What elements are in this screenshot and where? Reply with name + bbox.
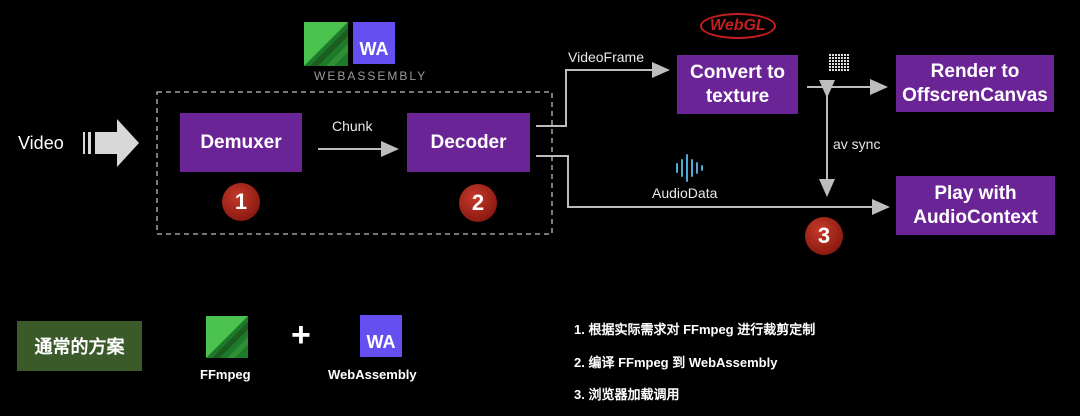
plan-label: 通常的方案 (34, 337, 125, 357)
wasm-boundary (156, 91, 553, 235)
pixel-dot (832, 66, 834, 68)
video-input-label: Video (18, 133, 64, 153)
convert-line1: Convert to (690, 61, 785, 83)
ffmpeg-logo-icon (206, 316, 248, 358)
decoder-label: Decoder (430, 131, 507, 153)
pixel-dot (829, 66, 831, 68)
render-canvas-node: Render to OffscrenCanvas (896, 55, 1054, 112)
pixel-dot (835, 63, 837, 65)
demuxer-label: Demuxer (200, 131, 282, 153)
pixel-dot (841, 63, 843, 65)
pixel-dot (838, 57, 840, 59)
pixel-dot (829, 63, 831, 65)
step-badge-1: 1 (222, 183, 260, 221)
videoframe-arrow (536, 62, 670, 127)
pixel-dot (847, 66, 849, 68)
pixel-dot (835, 60, 837, 62)
pixel-dot (847, 60, 849, 62)
ffmpeg-logo-top-icon (304, 22, 348, 66)
wasm-logo-top-icon: WA (353, 22, 395, 64)
pixel-dot (835, 54, 837, 56)
pixel-dot (829, 57, 831, 59)
play-line2: AudioContext (913, 206, 1038, 228)
pixel-dot (832, 54, 834, 56)
pixel-dot (841, 60, 843, 62)
audiodata-label: AudioData (652, 185, 718, 201)
step-badge-3: 3 (805, 217, 843, 255)
pixel-dot (838, 69, 840, 71)
webgl-text: WebGL (710, 17, 766, 34)
videoframe-label: VideoFrame (568, 49, 645, 65)
pixel-dot (829, 54, 831, 56)
step-2-text: 2. 编译 FFmpeg 到 WebAssembly (574, 355, 778, 370)
pixel-dot (829, 69, 831, 71)
pixel-dot (844, 63, 846, 65)
webassembly-wordmark: WEBASSEMBLY (314, 69, 428, 83)
plus-sign: + (291, 316, 311, 354)
pixel-dot (841, 69, 843, 71)
pixel-dot (838, 54, 840, 56)
pixel-dot (832, 57, 834, 59)
webassembly-label: WebAssembly (328, 367, 417, 382)
pixel-dot (847, 54, 849, 56)
convert-line2: texture (705, 85, 770, 107)
pixel-dot (835, 57, 837, 59)
pixel-grid (829, 54, 849, 71)
chunk-label: Chunk (332, 118, 373, 134)
pixel-dot (832, 69, 834, 71)
step-badge-2: 2 (459, 184, 497, 222)
pixel-dot (844, 69, 846, 71)
pixel-dot (841, 57, 843, 59)
video-input-arrow (95, 119, 139, 167)
pixel-dot (841, 66, 843, 68)
wa-text: WA (359, 39, 389, 59)
pixel-dot (832, 60, 834, 62)
pixel-dot (829, 60, 831, 62)
pixel-dot (841, 54, 843, 56)
ffmpeg-label: FFmpeg (200, 367, 251, 382)
pixel-dot (844, 66, 846, 68)
wasm-logo-icon: WA (360, 315, 402, 357)
render-line2: OffscrenCanvas (902, 84, 1048, 106)
step-1-text: 1. 根据实际需求对 FFmpeg 进行裁剪定制 (574, 322, 816, 337)
pixel-dot (838, 63, 840, 65)
av-sync-label: av sync (833, 136, 881, 152)
demuxer-node: Demuxer (180, 113, 302, 172)
pixel-dot (844, 57, 846, 59)
pixel-dot (847, 57, 849, 59)
pixel-dot (835, 66, 837, 68)
audiodata-arrow (536, 155, 890, 215)
pixel-dot (838, 60, 840, 62)
play-line1: Play with (934, 182, 1017, 204)
pixel-dot (847, 63, 849, 65)
step-3-text: 3. 浏览器加载调用 (574, 387, 680, 402)
webgl-badge: WebGL (700, 13, 776, 39)
render-line1: Render to (930, 60, 1020, 82)
wa-bottom-text: WA (366, 332, 396, 352)
audio-wave-icon (676, 154, 703, 182)
play-audio-node: Play with AudioContext (896, 176, 1055, 235)
plan-label-box: 通常的方案 (17, 321, 142, 371)
pixel-dot (844, 54, 846, 56)
pixel-dot (847, 69, 849, 71)
pixel-dot (835, 69, 837, 71)
convert-texture-node: Convert to texture (677, 55, 798, 114)
pixel-dot (832, 63, 834, 65)
decoder-node: Decoder (407, 113, 530, 172)
pixel-dot (838, 66, 840, 68)
pixel-dot (844, 60, 846, 62)
